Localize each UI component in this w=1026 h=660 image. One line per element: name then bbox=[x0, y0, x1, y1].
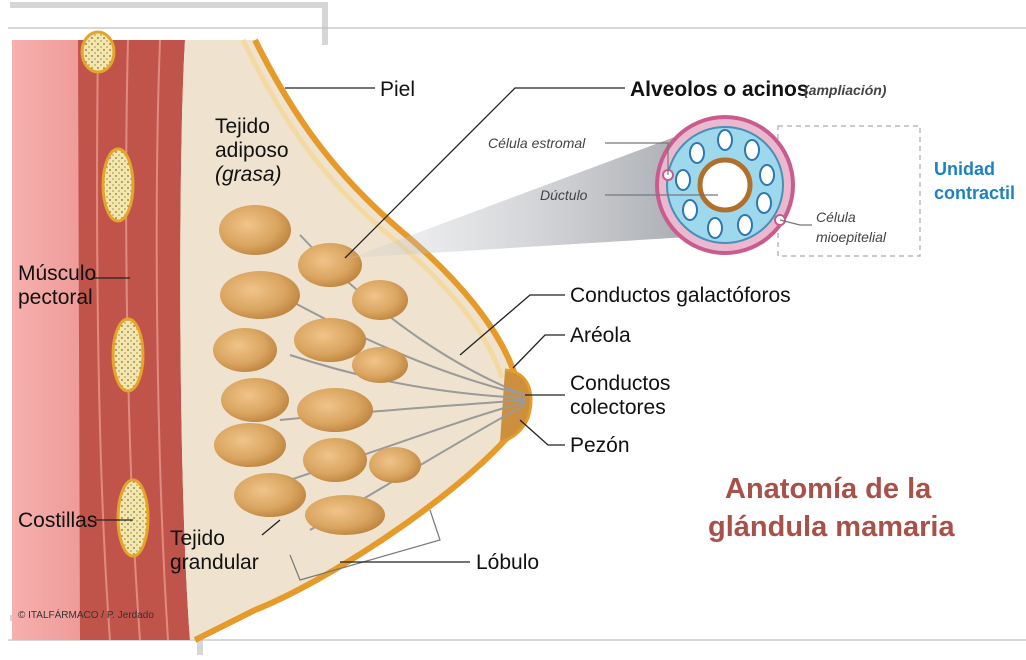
epithelial-cell bbox=[708, 218, 722, 238]
lobule bbox=[352, 280, 408, 320]
rib bbox=[113, 319, 143, 391]
epithelial-cell bbox=[745, 140, 759, 160]
lobule bbox=[219, 205, 291, 255]
epithelial-cell bbox=[738, 215, 752, 235]
label-piel: Piel bbox=[380, 78, 415, 101]
label-costillas: Costillas bbox=[18, 509, 97, 532]
frame-corner-top bbox=[10, 5, 325, 45]
lobule bbox=[297, 388, 373, 432]
lobule bbox=[221, 378, 289, 422]
epithelial-cell bbox=[683, 200, 697, 220]
label-tejido-granular-2: grandular bbox=[170, 551, 259, 574]
lobule bbox=[305, 495, 385, 535]
lobule bbox=[303, 438, 367, 482]
label-conductos-galactoforos: Conductos galactóforos bbox=[570, 284, 791, 307]
label-alveolos: Alveolos o acinos bbox=[630, 78, 809, 101]
label-areola: Aréola bbox=[570, 324, 631, 347]
epithelial-cell bbox=[718, 130, 732, 150]
label-tejido-adiposo-2: adiposo bbox=[215, 139, 289, 162]
title-line-1: Anatomía de la bbox=[725, 473, 932, 505]
chest-wall bbox=[12, 40, 84, 640]
epithelial-cell bbox=[757, 193, 771, 213]
label-lobulo: Lóbulo bbox=[476, 551, 539, 574]
lobule bbox=[220, 271, 300, 319]
label-ampliacion: (ampliación) bbox=[804, 82, 887, 98]
label-conductos-colectores-2: colectores bbox=[570, 396, 666, 419]
label-conductos-colectores-1: Conductos bbox=[570, 372, 670, 395]
lobule bbox=[213, 328, 277, 372]
epithelial-cell bbox=[760, 165, 774, 185]
alveolus-magnified bbox=[655, 115, 795, 255]
credit-text: © ITALFÁRMACO / P. Jerdado bbox=[18, 608, 154, 621]
rib bbox=[103, 149, 133, 221]
lobule bbox=[298, 243, 362, 287]
label-pezon: Pezón bbox=[570, 434, 630, 457]
label-unidad-1: Unidad bbox=[934, 159, 995, 179]
label-musculo-2: pectoral bbox=[18, 286, 93, 309]
label-celula-estromal: Célula estromal bbox=[488, 135, 586, 151]
rib bbox=[82, 32, 114, 72]
label-unidad-2: contractil bbox=[934, 183, 1015, 203]
leader-areola bbox=[513, 335, 565, 368]
label-tejido-adiposo-3: (grasa) bbox=[215, 163, 282, 186]
epithelial-cell bbox=[676, 170, 690, 190]
label-tejido-granular-1: Tejido bbox=[170, 527, 225, 550]
label-ductulo: Dúctulo bbox=[540, 187, 588, 203]
lobule bbox=[352, 347, 408, 383]
lobule bbox=[369, 447, 421, 483]
epithelial-cell bbox=[690, 143, 704, 163]
lobule bbox=[214, 423, 286, 467]
label-celula-mio-2: mioepitelial bbox=[816, 229, 887, 245]
lobule bbox=[294, 318, 366, 362]
lobule bbox=[234, 473, 306, 517]
ductule-lumen bbox=[700, 160, 750, 210]
title-line-2: glándula mamaria bbox=[708, 511, 955, 543]
rib bbox=[118, 480, 148, 556]
nipple bbox=[500, 370, 531, 442]
label-tejido-adiposo-1: Tejido bbox=[215, 115, 270, 138]
label-musculo-1: Músculo bbox=[18, 262, 96, 285]
label-celula-mio-1: Célula bbox=[816, 209, 856, 225]
